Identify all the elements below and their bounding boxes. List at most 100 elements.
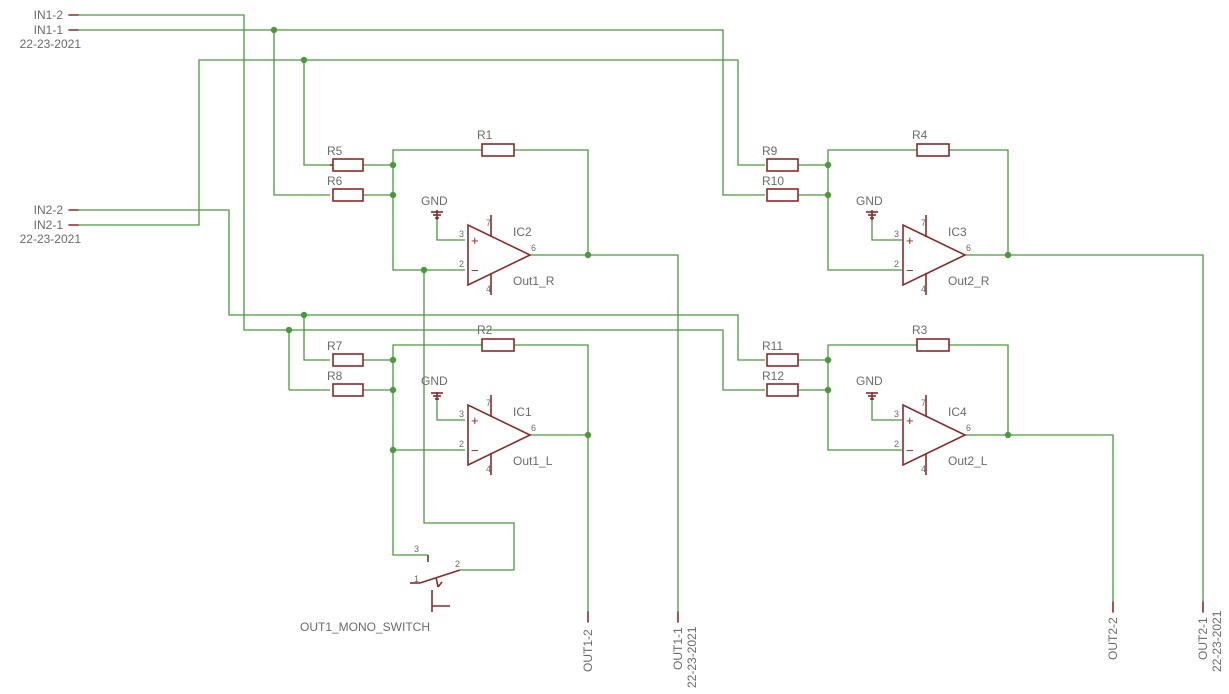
svg-text:−: −	[906, 263, 914, 278]
opamp-ic4: + − 3 2 6 7 4 IC4 Out2_L	[894, 395, 988, 475]
svg-text:3: 3	[414, 544, 419, 554]
svg-text:GND: GND	[856, 374, 883, 388]
connector-label-in2-1: IN2-1	[34, 218, 64, 232]
svg-text:Out2_L: Out2_L	[948, 454, 988, 468]
svg-text:−: −	[471, 263, 479, 278]
svg-text:7: 7	[486, 218, 491, 228]
ground-symbols: GND GND GND GND	[421, 194, 883, 400]
connector-value-out2: 22-23-2021	[1210, 610, 1224, 672]
resistor-r1: R1	[477, 128, 515, 157]
svg-text:2: 2	[459, 259, 464, 269]
wire-in1-1-r6	[273, 30, 330, 196]
svg-text:1: 1	[414, 574, 419, 584]
connector-label-out1-2: OUT1-2	[581, 629, 595, 672]
svg-text:−: −	[906, 443, 914, 458]
connector-label-in2-2: IN2-2	[34, 203, 64, 217]
svg-text:+: +	[471, 233, 479, 248]
svg-text:GND: GND	[421, 374, 448, 388]
svg-text:2: 2	[455, 559, 460, 569]
svg-text:R4: R4	[912, 128, 928, 142]
svg-text:7: 7	[921, 398, 926, 408]
wire-in1-1	[78, 29, 765, 196]
svg-text:R10: R10	[762, 174, 784, 188]
svg-text:R8: R8	[327, 369, 343, 383]
mono-switch[interactable]: 3 1 2 OUT1_MONO_SWITCH	[300, 544, 461, 634]
svg-text:GND: GND	[421, 194, 448, 208]
opamp-ic3: + − 3 2 6 7 4 IC3 Out2_R	[894, 215, 990, 295]
wire-in2-1	[78, 59, 765, 226]
input-connectors: IN1-2 IN1-1 22-23-2021 IN2-2 IN2-1 22-23…	[20, 8, 82, 246]
ground-icon: GND	[421, 194, 448, 220]
svg-text:+: +	[906, 413, 914, 428]
svg-text:2: 2	[894, 259, 899, 269]
connector-label-out2-2: OUT2-2	[1106, 617, 1120, 660]
svg-text:6: 6	[531, 243, 536, 253]
svg-text:4: 4	[486, 464, 491, 474]
svg-text:−: −	[471, 443, 479, 458]
resistor-r4: R4	[912, 128, 950, 157]
wire-in2-2	[78, 209, 765, 361]
svg-text:R7: R7	[327, 339, 343, 353]
svg-text:+: +	[906, 233, 914, 248]
svg-text:Out1_R: Out1_R	[513, 274, 555, 288]
resistor-r3: R3	[912, 323, 950, 352]
svg-text:7: 7	[486, 398, 491, 408]
switch-label: OUT1_MONO_SWITCH	[300, 620, 430, 634]
svg-text:IC4: IC4	[948, 405, 967, 419]
svg-text:R3: R3	[912, 323, 928, 337]
svg-text:3: 3	[894, 409, 899, 419]
svg-text:6: 6	[531, 423, 536, 433]
connector-label-out1-1: OUT1-1	[671, 627, 685, 670]
junctions	[270, 26, 1012, 454]
connector-label-in1-2: IN1-2	[34, 8, 64, 22]
svg-text:GND: GND	[856, 194, 883, 208]
svg-text:+: +	[471, 413, 479, 428]
resistors: R5 R6 R1 R7 R8 R2 R9 R10	[327, 128, 950, 397]
svg-text:R2: R2	[477, 323, 493, 337]
wires	[78, 14, 1204, 612]
opamp-ic1: + − 3 2 6 7 4 IC1 Out1_L	[459, 395, 553, 475]
svg-text:6: 6	[966, 423, 971, 433]
svg-text:2: 2	[894, 439, 899, 449]
svg-text:3: 3	[894, 229, 899, 239]
ground-icon: GND	[421, 374, 448, 400]
svg-text:4: 4	[921, 284, 926, 294]
output-connectors: OUT1-2 OUT1-1 22-23-2021 OUT2-2 OUT2-1 2…	[581, 601, 1224, 688]
svg-text:Out2_R: Out2_R	[948, 274, 990, 288]
svg-text:R12: R12	[762, 369, 784, 383]
svg-text:R5: R5	[327, 144, 343, 158]
connector-value-out1: 22-23-2021	[685, 626, 699, 688]
svg-text:R11: R11	[762, 339, 783, 353]
connector-label-out2-1: OUT2-1	[1196, 617, 1210, 660]
resistor-r12: R12	[762, 369, 799, 397]
resistor-r5: R5	[327, 144, 364, 172]
svg-text:R6: R6	[327, 174, 343, 188]
svg-text:IC2: IC2	[513, 225, 532, 239]
resistor-r8: R8	[327, 369, 364, 397]
resistor-r6: R6	[327, 174, 364, 202]
svg-text:IC3: IC3	[948, 225, 967, 239]
resistor-r10: R10	[762, 174, 799, 202]
svg-text:IC1: IC1	[513, 405, 532, 419]
wire-in2-2-r7	[303, 315, 330, 361]
connector-label-in1-1: IN1-1	[34, 23, 64, 37]
svg-text:3: 3	[459, 229, 464, 239]
svg-text:6: 6	[966, 243, 971, 253]
svg-text:2: 2	[459, 439, 464, 449]
svg-text:4: 4	[486, 284, 491, 294]
resistor-r2: R2	[477, 323, 515, 352]
resistor-r11: R11	[762, 339, 799, 367]
connector-value-in1: 22-23-2021	[20, 37, 82, 51]
resistor-r7: R7	[327, 339, 364, 367]
ground-icon: GND	[856, 194, 883, 220]
ground-icon: GND	[856, 374, 883, 400]
wire-in1-2	[78, 14, 765, 391]
opamp-ic2: + − 3 2 6 7 4 IC2 Out1_R	[459, 215, 555, 295]
resistor-r9: R9	[762, 144, 799, 172]
svg-text:3: 3	[459, 409, 464, 419]
wire-in2-1-r5	[303, 60, 330, 166]
svg-text:R9: R9	[762, 144, 778, 158]
svg-text:4: 4	[921, 464, 926, 474]
svg-text:Out1_L: Out1_L	[513, 454, 553, 468]
